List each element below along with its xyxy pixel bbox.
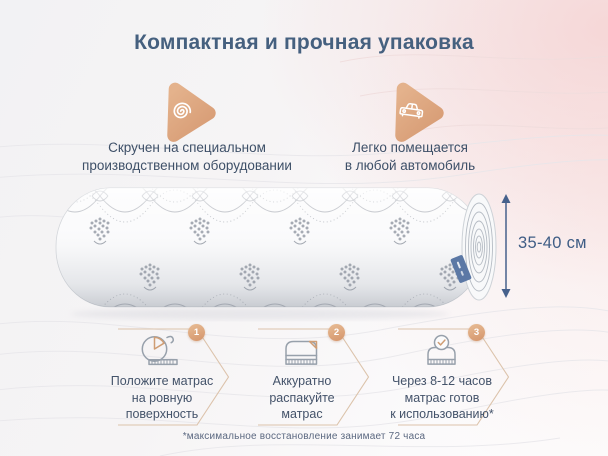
step-number-badge: 2 bbox=[328, 324, 345, 341]
steps-row: 1 Положите матрас на ровную поверхность bbox=[0, 324, 608, 428]
chevron-card-outline bbox=[398, 328, 510, 426]
step-text: Аккуратно распакуйте матрас bbox=[242, 373, 362, 423]
step-text-line: к использованию* bbox=[390, 407, 494, 421]
rolled-mattress-icon bbox=[141, 335, 178, 366]
step-text: Положите матрас на ровную поверхность bbox=[102, 373, 222, 423]
roll-end-spiral bbox=[461, 193, 497, 301]
size-label: 35-40 см bbox=[518, 234, 587, 252]
step-number-badge: 3 bbox=[468, 324, 485, 341]
feature-line: Легко помещается bbox=[352, 140, 468, 155]
step-card-3: 3 Через 8-12 часов матрас готов к исполь… bbox=[390, 324, 512, 426]
chevron-card-outline bbox=[118, 328, 230, 426]
pink-waves-decoration bbox=[339, 54, 608, 131]
feature-rolled-text: Скручен на специальном производственном … bbox=[57, 139, 317, 174]
feature-line: производственном оборудовании bbox=[82, 157, 292, 173]
mattress-ready-icon bbox=[427, 334, 456, 365]
background-waves-decoration bbox=[0, 134, 608, 456]
step-text-line: матрас готов bbox=[404, 390, 480, 405]
car-icon bbox=[395, 82, 444, 142]
step-card-2: 2 Аккуратно распакуйте матрас bbox=[258, 324, 372, 426]
step-number-badge: 1 bbox=[188, 324, 205, 341]
page-title: Компактная и прочная упаковка bbox=[134, 31, 474, 54]
feature-car-text: Легко помещается в любой автомобиль bbox=[282, 139, 538, 174]
footnote: *максимальное восстановление занимает 72… bbox=[182, 431, 426, 442]
step-text-line: распакуйте bbox=[269, 390, 335, 405]
feature-line: в любой автомобиль bbox=[344, 157, 476, 173]
height-measure-arrow bbox=[501, 194, 511, 298]
step-card-1: 1 Положите матрас на ровную поверхность bbox=[111, 324, 232, 426]
unpack-mattress-icon bbox=[285, 340, 318, 365]
step-text-line: на ровную bbox=[131, 390, 193, 405]
step-text-line: матрас bbox=[281, 407, 323, 421]
feature-line: Скручен на специальном bbox=[108, 140, 266, 155]
step-text: Через 8-12 часов матрас готов к использо… bbox=[382, 373, 502, 423]
step-text-line: Аккуратно bbox=[272, 374, 332, 388]
step-text-line: поверхность bbox=[125, 407, 199, 421]
roll-shadow bbox=[70, 308, 450, 320]
spiral-icon bbox=[167, 82, 216, 142]
rolled-mattress-illustration bbox=[55, 187, 497, 320]
chevron-card-outline bbox=[258, 328, 370, 426]
brand-tag bbox=[450, 255, 472, 283]
step-text-line: Положите матрас bbox=[110, 374, 214, 388]
step-text-line: Через 8-12 часов bbox=[391, 374, 493, 388]
